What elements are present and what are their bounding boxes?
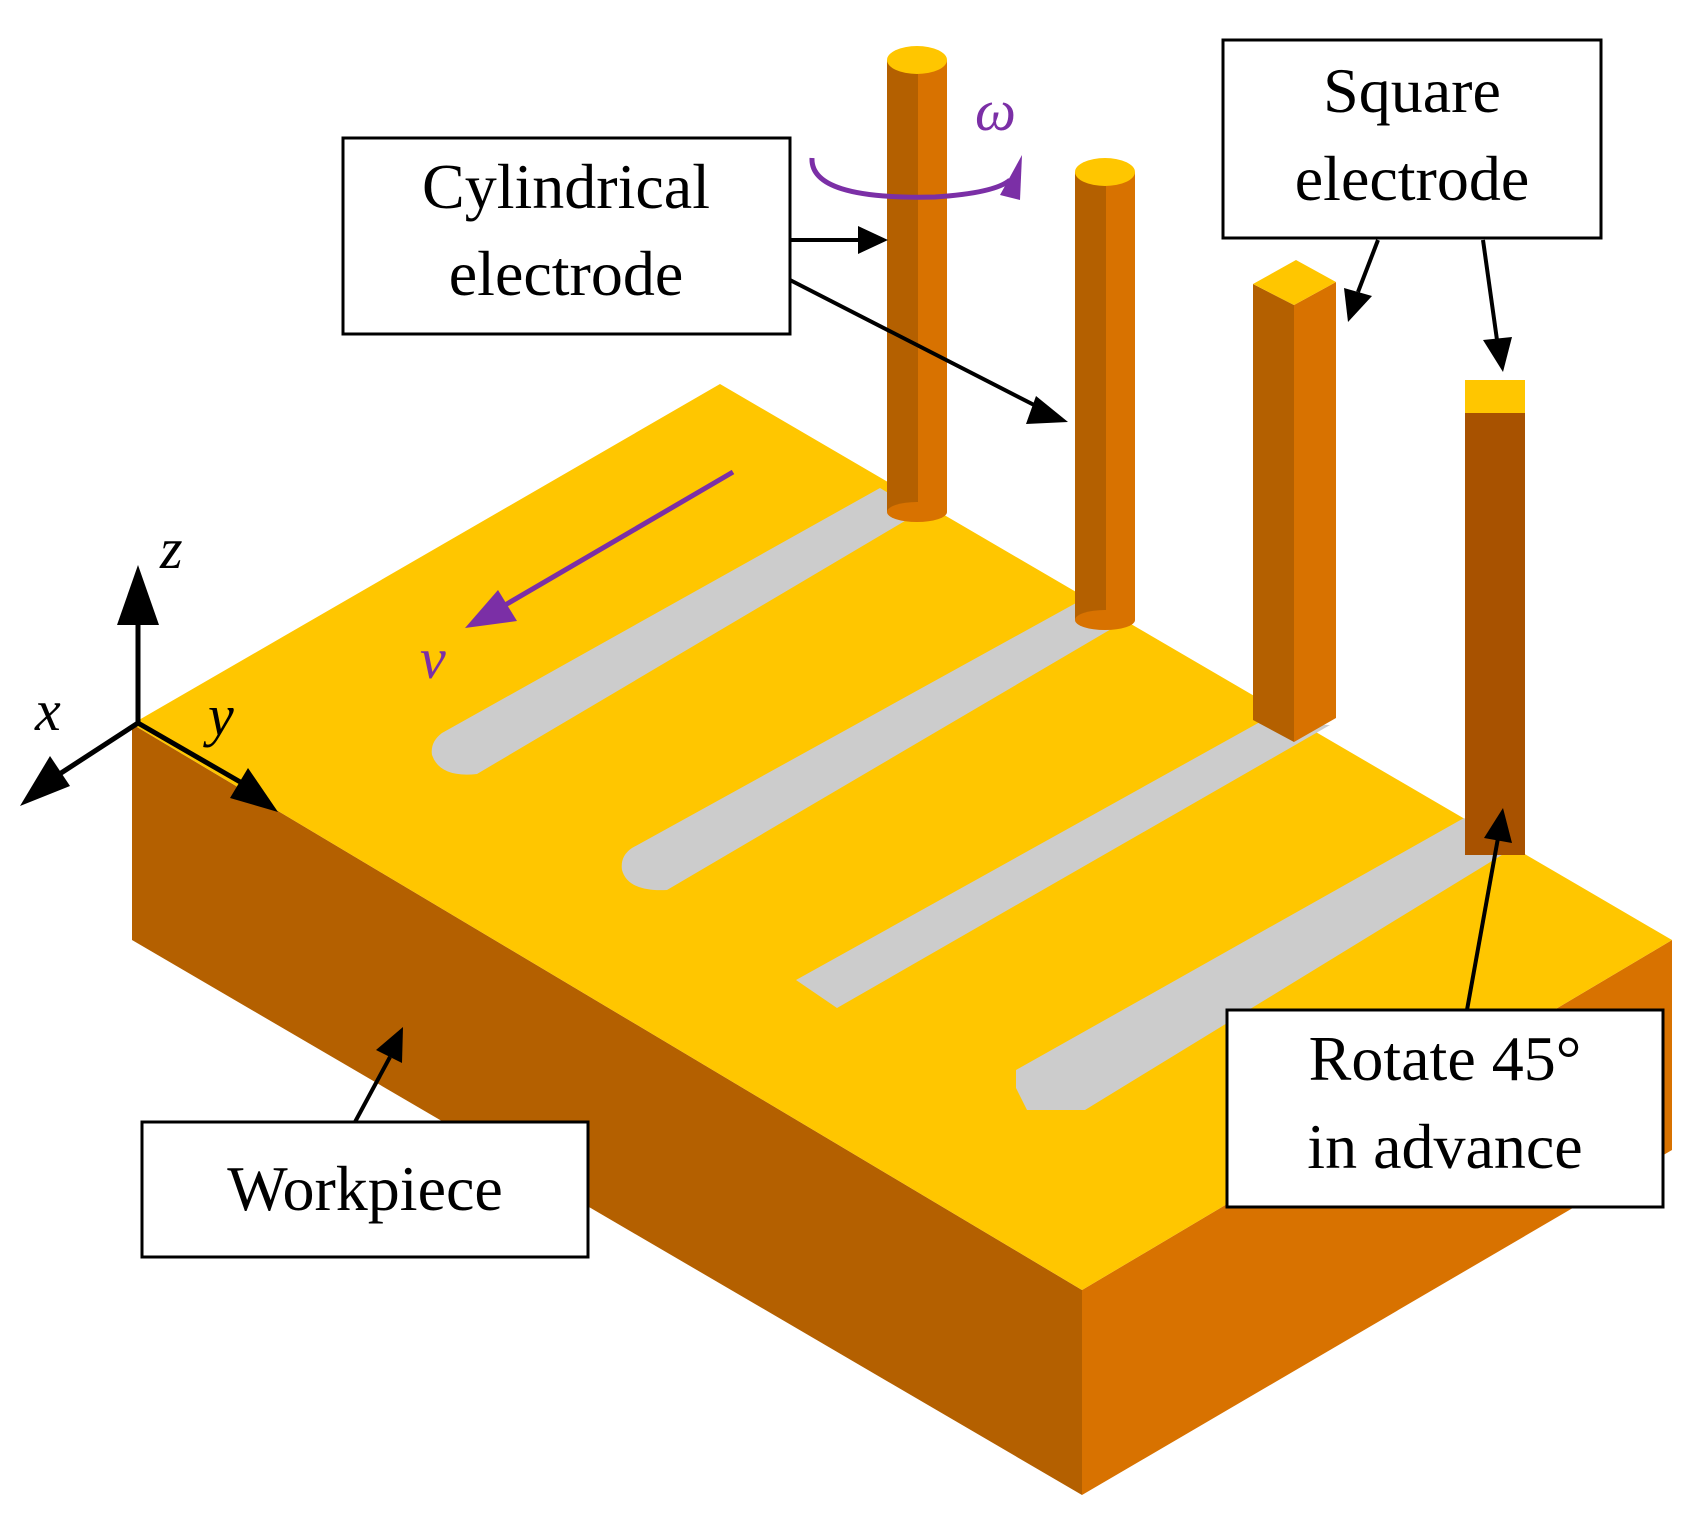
rotation-arrow: ω [809, 78, 1022, 200]
square-electrode-top [1253, 260, 1336, 305]
cylindrical-electrode-label: Cylindrical electrode [341, 136, 792, 336]
rotate-label-line1: Rotate 45° [1309, 1023, 1582, 1094]
electrode-2-top [1075, 158, 1135, 186]
leader-arrows [353, 226, 1512, 1123]
rotated-square-electrode [1465, 380, 1525, 855]
velocity-symbol: v [420, 626, 446, 691]
groove-2 [621, 603, 1118, 891]
feed-velocity-arrow: v [420, 469, 735, 691]
rotate-label: Rotate 45° in advance [1225, 1008, 1665, 1209]
groove-4 [1016, 818, 1510, 1110]
square-electrode-label: Square electrode [1221, 38, 1603, 240]
cylindrical-label-line2: electrode [449, 238, 684, 309]
groove-3 [796, 722, 1330, 1008]
omega-symbol: ω [975, 78, 1016, 143]
square-label-line1: Square [1323, 55, 1501, 126]
cylindrical-electrode-1 [887, 46, 947, 522]
axis-x-label: x [34, 678, 61, 743]
rotate-label-line2: in advance [1307, 1111, 1582, 1182]
cylindrical-label-line1: Cylindrical [422, 151, 710, 222]
workpiece-label-text: Workpiece [227, 1153, 503, 1224]
square-electrode [1253, 260, 1336, 742]
machined-grooves [431, 488, 1510, 1110]
electrode-1-top [887, 46, 947, 74]
axis-z-label: z [159, 516, 183, 581]
rotated-electrode-top [1465, 380, 1525, 413]
workpiece-label: Workpiece [140, 1120, 590, 1259]
workpiece-front-face [132, 724, 1082, 1495]
square-label-line2: electrode [1295, 143, 1530, 214]
groove-1 [431, 488, 920, 775]
coordinate-axes: z x y [20, 516, 278, 812]
axis-y-label: y [203, 683, 234, 748]
cylindrical-electrode-2 [1075, 158, 1135, 630]
